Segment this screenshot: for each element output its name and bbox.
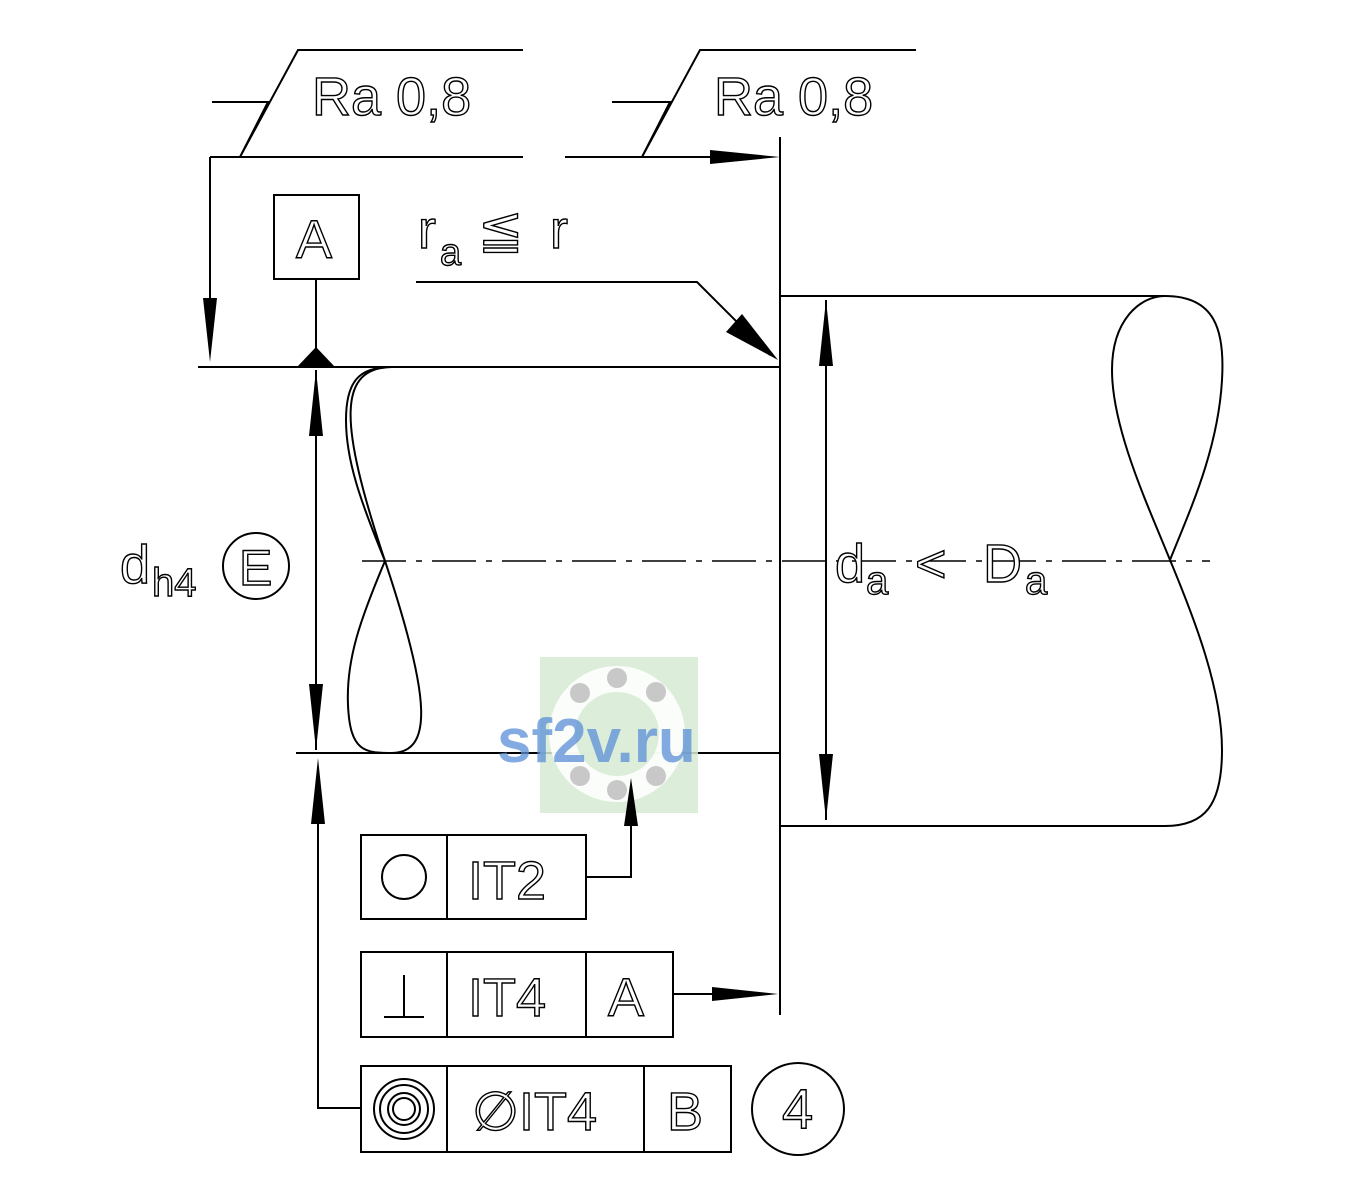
shoulder-D-sub: a <box>1025 559 1048 603</box>
shoulder-d-sub: a <box>866 559 889 603</box>
fcf-circularity: IT2 <box>360 834 587 920</box>
fcf-perpendicularity: IT4 A <box>360 951 674 1038</box>
fcf-coaxiality: ∅IT4 B <box>360 1065 732 1153</box>
shoulder-diameter-label: d a < D a <box>834 533 1048 603</box>
radius-relation: ≦ <box>478 200 523 260</box>
watermark-ball-icon <box>646 682 666 702</box>
fcf-circularity-tolerance: IT2 <box>468 851 546 911</box>
roughness-right-label: Ra 0,8 <box>714 67 873 127</box>
watermark-text: sf2v.ru <box>497 707 696 776</box>
balloon-circle <box>751 1062 845 1156</box>
radius-r-main: r <box>418 200 436 260</box>
shoulder-D: D <box>983 534 1022 594</box>
fcf-perp-tolerance: IT4 <box>468 968 546 1028</box>
shaft-sub: h4 <box>152 561 197 605</box>
datum-a-label: A <box>296 210 332 270</box>
coaxiality-icon <box>373 1078 435 1140</box>
envelope-label: E <box>239 540 272 596</box>
circularity-icon <box>381 854 427 900</box>
watermark: sf2v.ru <box>497 657 698 813</box>
watermark-ball-icon <box>570 683 590 703</box>
shoulder-break-curve <box>1110 295 1224 827</box>
radius-r-sub: a <box>440 232 462 274</box>
fcf-coax-datum-cell <box>643 1065 732 1153</box>
radius-leader <box>416 281 771 356</box>
balloon-label: 4 <box>782 1077 813 1140</box>
arrowhead-left-down <box>203 298 217 362</box>
perp-arrowhead <box>712 987 778 1001</box>
circularity-arrowhead <box>624 778 638 826</box>
circularity-leader <box>586 826 632 878</box>
shoulder-op: < <box>915 534 947 594</box>
perpendicularity-icon <box>384 975 424 1018</box>
watermark-ball-icon <box>570 766 590 786</box>
fcf-coax-tolerance: ∅IT4 <box>472 1082 597 1142</box>
watermark-ball-icon <box>607 780 627 800</box>
radius-note: r a ≦ r <box>417 199 568 274</box>
watermark-ball-icon <box>607 668 627 688</box>
shaft-break-curve <box>344 366 423 755</box>
datum-a-triangle <box>298 347 334 366</box>
shaft-dim-arrow-top <box>309 370 323 436</box>
shoulder-dim-arrow-top <box>819 300 833 366</box>
fcf-circularity-tolerance-cell <box>446 834 587 920</box>
shaft-d: d <box>120 535 150 595</box>
watermark-bearing-inner <box>575 692 659 776</box>
envelope-circle <box>222 532 290 600</box>
watermark-ball-icon <box>646 766 666 786</box>
shoulder-dim-arrow-bottom <box>819 754 833 820</box>
shaft-diameter-label: d h4 E <box>119 532 290 606</box>
fcf-circularity-symbol-cell <box>360 834 448 920</box>
radius-rhs: r <box>550 200 568 260</box>
shaft-dim-arrow-bottom <box>309 684 323 750</box>
coaxiality-leader <box>317 824 362 1109</box>
fcf-coax-datum: B <box>667 1082 703 1142</box>
radius-arrowhead <box>726 314 778 360</box>
arrowhead-top-right <box>710 150 780 164</box>
fcf-perp-datum: A <box>608 968 644 1028</box>
roughness-left-label: Ra 0,8 <box>312 67 471 127</box>
coaxiality-arrowhead <box>311 758 325 824</box>
shoulder-d: d <box>835 534 865 594</box>
